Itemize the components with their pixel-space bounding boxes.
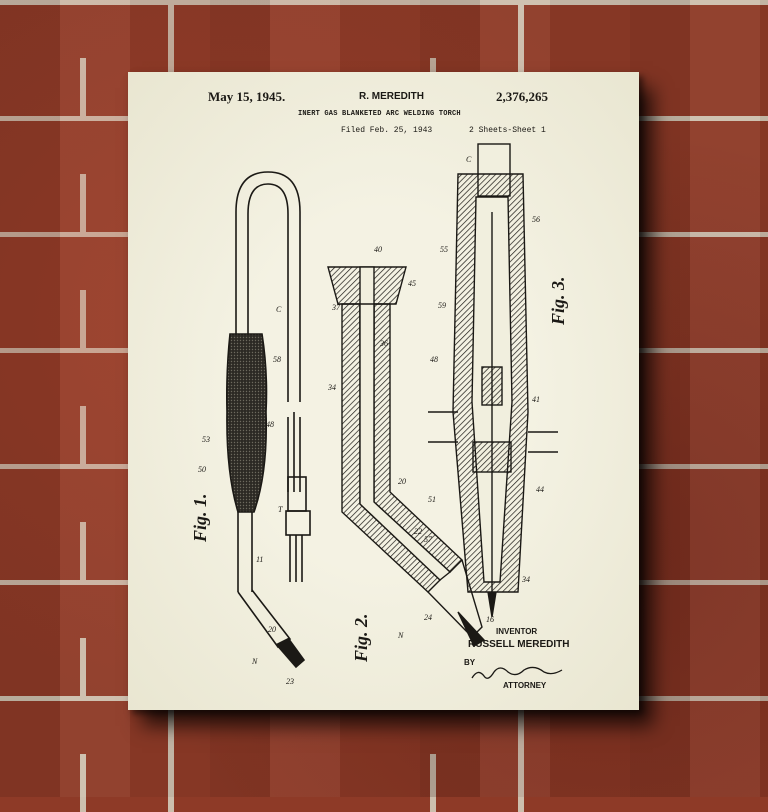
- figure-3-label: Fig. 3.: [548, 276, 569, 325]
- figure-2-label: Fig. 2.: [351, 613, 372, 662]
- ref-56: 56: [532, 215, 540, 224]
- ref-t: T: [278, 505, 283, 514]
- ref-58: 58: [273, 355, 281, 364]
- ref-57: 57: [424, 535, 433, 544]
- ref-45: 45: [408, 279, 416, 288]
- ref-20b: 20: [398, 477, 406, 486]
- inventor-label: INVENTOR: [496, 627, 537, 636]
- ref-34b: 34: [521, 575, 530, 584]
- attorney-signature: [472, 667, 562, 678]
- ref-40: 40: [374, 245, 382, 254]
- patent-poster: May 15, 1945. R. MEREDITH 2,376,265 INER…: [128, 72, 639, 710]
- ref-11: 11: [256, 555, 263, 564]
- ref-n: N: [251, 657, 258, 666]
- ref-22: 22: [414, 527, 422, 536]
- ref-48b: 48: [430, 355, 438, 364]
- ref-20: 20: [268, 625, 276, 634]
- ref-50: 50: [198, 465, 206, 474]
- ref-23: 23: [286, 677, 294, 686]
- patent-drawing: C 58 48 53 50 T 11 20 N 23 40 37 45 36 3…: [128, 72, 639, 710]
- ref-37: 37: [331, 303, 341, 312]
- by-label: BY: [464, 658, 475, 667]
- figure-1-label: Fig. 1.: [190, 493, 211, 542]
- ref-c: C: [276, 305, 282, 314]
- ref-36: 36: [379, 339, 388, 348]
- ref-n2: N: [397, 631, 404, 640]
- attorney-label: ATTORNEY: [503, 681, 546, 690]
- ref-48: 48: [266, 420, 274, 429]
- ref-51: 51: [428, 495, 436, 504]
- ref-59: 59: [438, 301, 446, 310]
- ref-53: 53: [202, 435, 210, 444]
- ref-44: 44: [536, 485, 544, 494]
- ref-34: 34: [327, 383, 336, 392]
- ref-41: 41: [532, 395, 540, 404]
- ref-24: 24: [424, 613, 432, 622]
- ref-16: 16: [486, 615, 494, 624]
- ref-c3: C: [466, 155, 472, 164]
- ref-55: 55: [440, 245, 448, 254]
- inventor-name: RUSSELL MEREDITH: [468, 639, 570, 650]
